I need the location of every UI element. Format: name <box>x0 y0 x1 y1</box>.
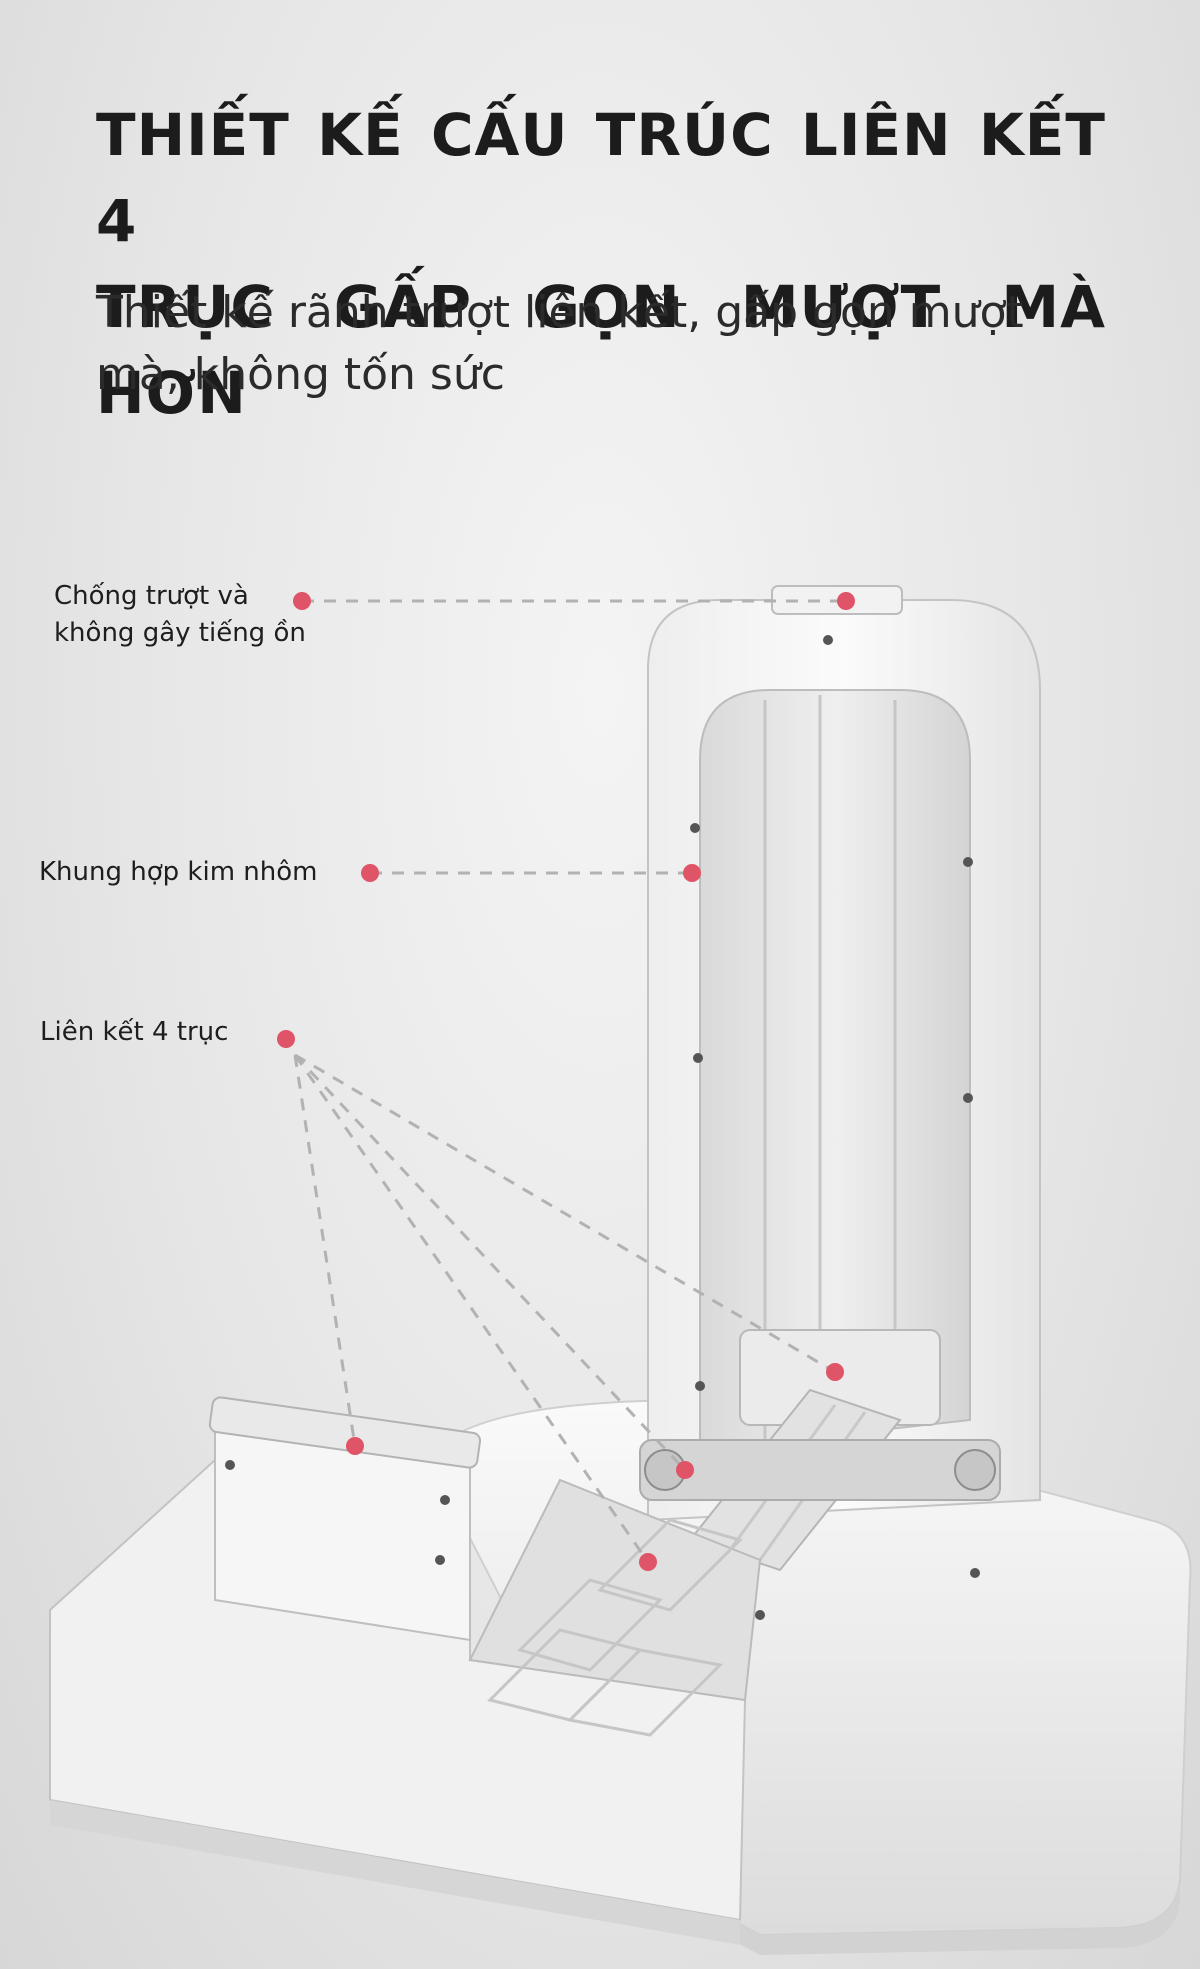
marker-anti-slip-point <box>837 592 855 610</box>
callout-markers <box>277 592 855 1571</box>
callout-leader-lines <box>293 599 846 1563</box>
marker-linkage-point-4 <box>346 1437 364 1455</box>
aluminum-frame <box>647 585 1041 1522</box>
callout-anti-slip-line-2: không gây tiếng ồn <box>54 618 306 648</box>
marker-frame-point <box>683 864 701 882</box>
callout-linkage-label: Liên kết 4 trục <box>40 1017 229 1047</box>
headline-line-2: TRỤC GẤP GỌN MƯỢT MÀ HƠN <box>96 273 1106 427</box>
marker-linkage-label <box>277 1030 295 1048</box>
callout-anti-slip-line-1: Chống trượt và <box>54 581 249 611</box>
marker-frame-label <box>361 864 379 882</box>
subheadline-line-2: mà, không tốn sức <box>96 349 505 400</box>
marker-anti-slip-label <box>293 592 311 610</box>
callout-anti-slip: Chống trượt và không gây tiếng ồn <box>54 578 306 652</box>
marker-linkage-point-3 <box>639 1553 657 1571</box>
callout-linkage: Liên kết 4 trục <box>40 1014 228 1051</box>
headline-line-1: THIẾT KẾ CẤU TRÚC LIÊN KẾT 4 <box>96 101 1106 255</box>
four-axis-linkage <box>639 1329 1001 1572</box>
front-folding-tray <box>49 1396 980 1945</box>
marker-linkage-point-2 <box>676 1461 694 1479</box>
page-headline: THIẾT KẾ CẤU TRÚC LIÊN KẾT 4 TRỤC GẤP GỌ… <box>96 92 1106 436</box>
marker-linkage-point-1 <box>826 1363 844 1381</box>
subheadline-line-1: Thiết kế rãnh trượt liên kết, gấp gọn mư… <box>96 287 1024 338</box>
page-subheadline: Thiết kế rãnh trượt liên kết, gấp gọn mư… <box>96 282 1106 406</box>
callout-frame-label: Khung hợp kim nhôm <box>39 857 318 887</box>
callout-frame: Khung hợp kim nhôm <box>39 854 317 891</box>
